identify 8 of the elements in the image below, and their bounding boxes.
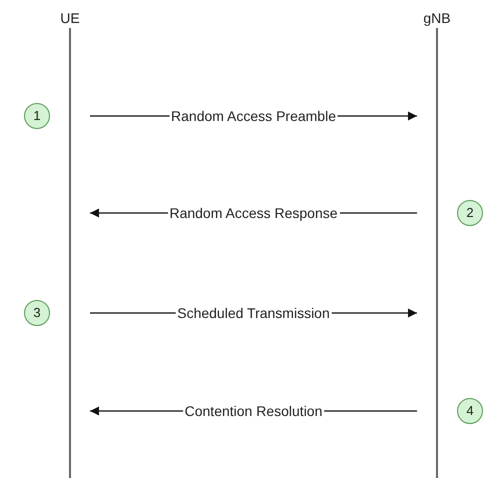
step-number: 2: [457, 200, 483, 226]
step-number: 4: [457, 398, 483, 424]
step-number: 3: [24, 300, 50, 326]
message-label: Random Access Preamble: [169, 108, 338, 124]
message-label: Random Access Response: [167, 205, 340, 221]
message-label: Contention Resolution: [182, 403, 324, 419]
step-number: 1: [24, 103, 50, 129]
message-label: Scheduled Transmission: [175, 305, 332, 321]
